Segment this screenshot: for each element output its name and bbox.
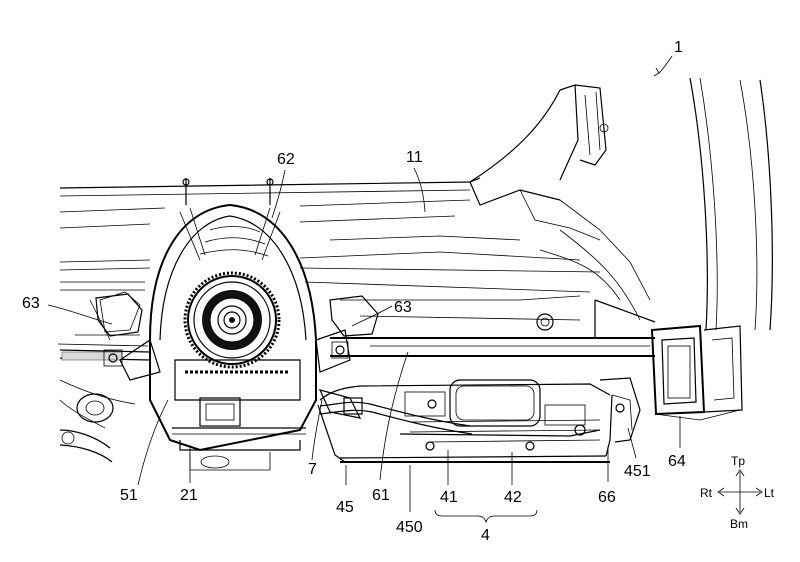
label-7: 7 <box>308 461 317 478</box>
right-bracket <box>650 324 743 421</box>
vehicle-frame <box>57 77 773 361</box>
label-64: 64 <box>668 453 686 470</box>
reference-labels: 1 62 11 63 63 51 21 7 45 450 61 41 42 4 … <box>22 39 686 544</box>
label-41: 41 <box>440 489 458 506</box>
label-450: 450 <box>396 519 423 536</box>
label-11: 11 <box>406 149 423 166</box>
label-51: 51 <box>120 487 138 504</box>
direction-right: Rt <box>700 486 713 500</box>
direction-left: Lt <box>764 486 775 500</box>
leader-lines <box>47 55 681 524</box>
label-63-left: 63 <box>22 295 40 312</box>
label-21: 21 <box>180 487 198 504</box>
label-42: 42 <box>504 489 522 506</box>
label-1: 1 <box>674 39 683 56</box>
label-4: 4 <box>481 527 490 544</box>
direction-indicator: Tp Bm Rt Lt <box>700 454 775 531</box>
direction-bottom: Bm <box>730 517 748 531</box>
lower-assembly <box>317 377 641 463</box>
direction-top: Tp <box>731 454 745 468</box>
label-61: 61 <box>372 487 390 504</box>
label-66: 66 <box>598 489 616 506</box>
left-lower-structure <box>59 291 141 463</box>
central-unit <box>95 178 379 471</box>
label-45: 45 <box>336 499 354 516</box>
label-451: 451 <box>624 463 651 480</box>
label-62: 62 <box>277 151 295 168</box>
label-63-right: 63 <box>394 299 412 316</box>
